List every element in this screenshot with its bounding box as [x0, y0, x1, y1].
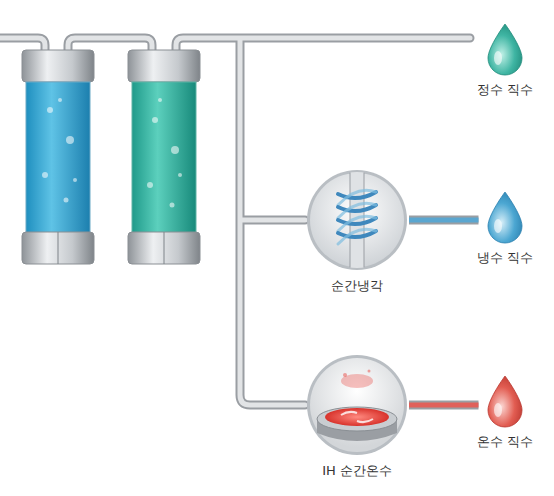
node-label: 온수 직수 — [475, 434, 536, 450]
process-circle: IH 순간온수 — [303, 353, 411, 479]
circle-shape — [305, 168, 409, 272]
node-label: 냉수 직수 — [475, 250, 536, 266]
water-drop: 온수 직수 — [475, 374, 536, 450]
pipe-connector — [409, 405, 479, 406]
process-circle: 순간냉각 — [303, 168, 411, 294]
node-label: IH 순간온수 — [303, 463, 411, 479]
water-drop: 정수 직수 — [475, 22, 536, 98]
drop-shape — [484, 22, 526, 76]
circle-shape — [305, 353, 409, 457]
water-drop: 냉수 직수 — [475, 190, 536, 266]
drop-shape — [484, 374, 526, 428]
drop-shape — [484, 190, 526, 244]
node-label: 순간냉각 — [303, 278, 411, 294]
node-label: 정수 직수 — [475, 82, 536, 98]
pipe-connector — [409, 220, 479, 221]
